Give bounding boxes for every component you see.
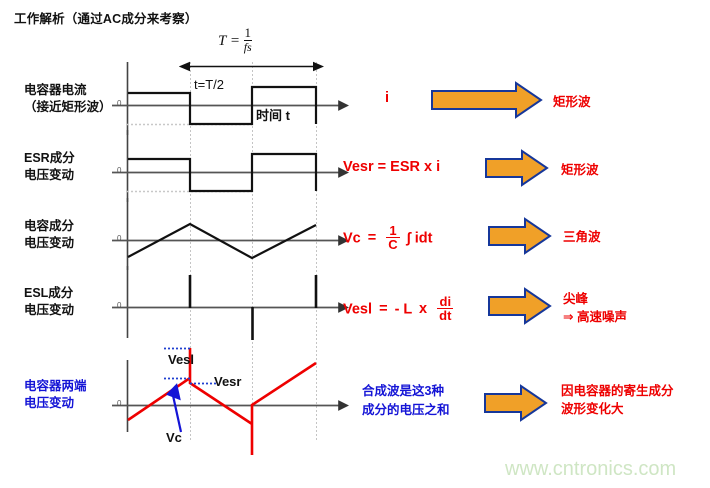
note-composite-line2: 成分的电压之和	[362, 403, 450, 417]
annotation-vc: Vc	[166, 430, 182, 445]
vc-pointer-arrow	[166, 383, 183, 433]
waveform-composite	[127, 348, 317, 455]
row-label-esl-line1: ESL成分	[24, 286, 74, 300]
note-composite: 合成波是这3种 成分的电压之和	[362, 382, 450, 420]
row-label-capacitance: 电容成分 电压变动	[24, 218, 74, 252]
period-formula: T = 1 fs	[218, 25, 252, 55]
zero-label-row2: 0	[117, 166, 122, 175]
result-esl-line2: ⇒ 高速噪声	[563, 310, 627, 324]
zero-label-row1: 0	[117, 99, 122, 108]
zero-label-row5: 0	[117, 399, 122, 408]
row-label-esl: ESL成分 电压变动	[24, 285, 74, 319]
row-label-capacitance-line2: 电压变动	[24, 236, 75, 250]
formula-esl-sign: - L	[394, 301, 413, 318]
note-composite-line1: 合成波是这3种	[362, 384, 444, 398]
formula-esl: Vesl = - L x di dt	[343, 294, 456, 323]
block-arrow-current	[431, 81, 543, 119]
formula-esl-denominator: dt	[437, 308, 454, 323]
zero-label-row3: 0	[117, 234, 122, 243]
period-formula-eq: =	[229, 33, 240, 50]
result-esl-line1: 尖峰	[563, 292, 589, 306]
page-title: 工作解析（通过AC成分来考察）	[14, 12, 198, 26]
annotation-vesl: Vesl	[168, 352, 195, 367]
formula-capacitance-lhs: Vc	[343, 230, 361, 247]
formula-capacitance-denominator: C	[386, 237, 400, 252]
formula-capacitance-numerator: 1	[389, 223, 397, 238]
formula-esl-lhs: Vesl	[343, 301, 373, 318]
zero-label-row4: 0	[117, 301, 122, 310]
waveform-capacitance	[127, 222, 317, 260]
formula-esr: Vesr = ESR x i	[343, 159, 441, 175]
row-label-capacitor-current: 电容器电流 （接近矩形波）	[24, 82, 112, 116]
row-label-composite-line2: 电压变动	[24, 396, 75, 410]
row-label-esl-line2: 电压变动	[24, 303, 75, 317]
block-arrow-composite	[484, 384, 548, 422]
waveform-capacitor-current	[128, 85, 318, 126]
row-label-composite-line1: 电容器两端	[24, 379, 87, 393]
result-esl: 尖峰 ⇒ 高速噪声	[563, 290, 627, 326]
formula-esl-fraction: di dt	[437, 294, 454, 323]
row-label-capacitor-current-line2: （接近矩形波）	[24, 100, 112, 114]
half-period-label: t=T/2	[194, 77, 224, 92]
result-composite-line1: 因电容器的寄生成分	[561, 384, 674, 398]
formula-capacitance-tail: ∫ idt	[406, 230, 433, 247]
period-formula-numerator: 1	[244, 25, 251, 40]
row-label-esr-line2: 电压变动	[24, 168, 75, 182]
symbol-current: i	[385, 90, 390, 106]
result-composite: 因电容器的寄生成分 波形变化大	[561, 382, 674, 418]
formula-capacitance-fraction: 1 C	[386, 223, 400, 252]
block-arrow-esr	[485, 149, 549, 187]
waveform-esr	[128, 152, 318, 193]
formula-capacitance: Vc = 1 C ∫ idt	[343, 223, 433, 252]
period-formula-lhs: T	[218, 33, 227, 50]
period-formula-denominator: fs	[243, 39, 252, 54]
annotation-vesr: Vesr	[214, 374, 242, 389]
waveform-esl	[188, 275, 318, 340]
result-capacitance: 三角波	[563, 230, 601, 244]
period-formula-fraction: 1 fs	[243, 25, 252, 54]
row-label-esr: ESR成分 电压变动	[24, 150, 75, 184]
row-label-capacitance-line1: 电容成分	[24, 219, 75, 233]
row-label-capacitor-current-line1: 电容器电流	[24, 83, 87, 97]
formula-esl-eq: =	[379, 301, 388, 318]
result-esr: 矩形波	[561, 163, 599, 177]
block-arrow-esl	[488, 287, 552, 325]
site-watermark: www.cntronics.com	[505, 458, 677, 480]
zero-axes	[112, 100, 349, 411]
block-arrow-capacitance	[488, 217, 552, 255]
row-label-esr-line1: ESR成分	[24, 151, 75, 165]
gridlines	[190, 62, 317, 440]
annotation-dotted-lines	[164, 347, 218, 385]
formula-esl-times: x	[419, 301, 428, 318]
result-current: 矩形波	[553, 95, 591, 109]
formula-esl-numerator: di	[439, 294, 452, 309]
time-axis-label: 时间 t	[256, 108, 290, 123]
result-composite-line2: 波形变化大	[561, 402, 624, 416]
formula-capacitance-eq: =	[367, 230, 377, 247]
row-label-composite: 电容器两端 电压变动	[24, 378, 87, 412]
